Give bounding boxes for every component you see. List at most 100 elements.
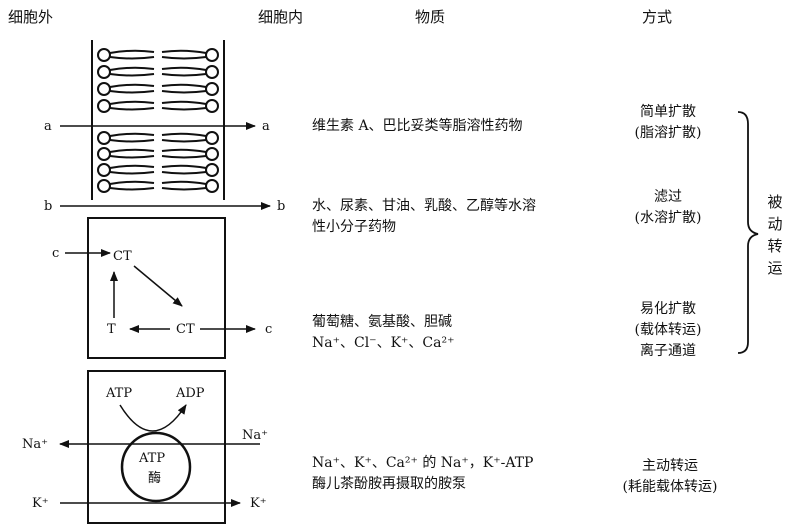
- mode-row-4-line-1: 主动转运: [642, 458, 698, 474]
- lipid-head: [205, 179, 219, 193]
- lipid-tail: [161, 132, 207, 143]
- lipid-tail: [109, 180, 155, 191]
- lipid-head: [205, 82, 219, 96]
- lipid-tail: [109, 66, 155, 77]
- lipid-tail: [161, 100, 207, 111]
- carrier-box: [87, 217, 226, 359]
- lipid-tail: [161, 83, 207, 94]
- label-k-in: K⁺: [250, 496, 267, 511]
- passive-label-char-2: 动: [767, 215, 783, 233]
- mode-row-2-line-1: 滤过: [654, 189, 682, 205]
- header-substance: 物质: [415, 8, 446, 26]
- passive-transport-label: 被 动 转 运: [766, 191, 784, 279]
- phospholipid: [97, 65, 155, 79]
- phospholipid: [161, 179, 219, 193]
- label-c-in: c: [265, 322, 272, 337]
- mode-row-3-line-2: (载体转运): [634, 322, 702, 338]
- lipid-head: [205, 131, 219, 145]
- lipid-head: [97, 48, 111, 62]
- lipid-head: [97, 99, 111, 113]
- pump-box: [87, 370, 226, 524]
- label-ct-top: CT: [113, 249, 132, 264]
- label-na-in: Na⁺: [242, 428, 268, 443]
- mode-row-3-line-1: 易化扩散: [640, 301, 696, 317]
- lipid-tail: [161, 164, 207, 175]
- passive-label-char-1: 被: [767, 193, 783, 211]
- phospholipid: [97, 99, 155, 113]
- phospholipid: [161, 163, 219, 177]
- lipid-head: [205, 99, 219, 113]
- mode-row-1-line-1: 简单扩散: [640, 104, 696, 120]
- lipid-head: [97, 65, 111, 79]
- lipid-tail: [161, 49, 207, 60]
- atp-enzyme-circle: [120, 431, 192, 503]
- substance-row-3-line-1: 葡萄糖、氨基酸、胆碱: [312, 314, 452, 330]
- lipid-head: [205, 163, 219, 177]
- label-adp: ADP: [175, 386, 205, 401]
- phospholipid: [97, 131, 155, 145]
- lipid-tail: [109, 148, 155, 159]
- mode-row-4-line-2: (耗能载体转运): [622, 479, 718, 495]
- lipid-tail: [161, 148, 207, 159]
- mode-row-2-line-2: (水溶扩散): [634, 210, 702, 226]
- label-t: T: [107, 322, 116, 337]
- substance-row-3: 葡萄糖、氨基酸、胆碱 Na⁺、Cl⁻、K⁺、Ca²⁺: [312, 312, 454, 354]
- phospholipid: [97, 163, 155, 177]
- label-b-in: b: [277, 199, 285, 214]
- mode-row-1-line-2: (脂溶扩散): [634, 125, 702, 141]
- mode-row-4: 主动转运 (耗能载体转运): [600, 456, 740, 498]
- label-na-out: Na⁺: [22, 437, 48, 452]
- lipid-tail: [161, 66, 207, 77]
- phospholipid: [161, 48, 219, 62]
- header-outside: 细胞外: [8, 8, 54, 26]
- phospholipid: [161, 82, 219, 96]
- lipid-tail: [109, 132, 155, 143]
- passive-label-char-4: 运: [767, 259, 783, 277]
- label-k-out: K⁺: [32, 496, 49, 511]
- substance-row-2-line-2: 性小分子药物: [312, 219, 396, 235]
- lipid-head: [97, 131, 111, 145]
- substance-row-1-line-1: 维生素 A、巴比妥类等脂溶性药物: [312, 118, 523, 134]
- mode-row-1: 简单扩散 (脂溶扩散): [608, 102, 728, 144]
- substance-row-1: 维生素 A、巴比妥类等脂溶性药物: [312, 116, 523, 137]
- lipid-head: [97, 163, 111, 177]
- label-a-in: a: [262, 119, 270, 134]
- phospholipid: [161, 65, 219, 79]
- arrow-atp-adp: [119, 404, 187, 432]
- phospholipid: [97, 48, 155, 62]
- lipid-tail: [109, 100, 155, 111]
- lipid-head: [205, 147, 219, 161]
- lipid-tail: [109, 49, 155, 60]
- lipid-bilayer: [97, 48, 219, 193]
- passive-brace: [737, 111, 759, 354]
- label-b-out: b: [44, 199, 52, 214]
- mode-row-3: 易化扩散 (载体转运) 离子通道: [608, 299, 728, 362]
- substance-row-2: 水、尿素、甘油、乳酸、乙醇等水溶 性小分子药物: [312, 196, 536, 238]
- arrow-ct-diagonal: [133, 265, 183, 307]
- lipid-tail: [161, 180, 207, 191]
- label-atp-enzyme: ATP: [138, 451, 165, 466]
- mode-row-2: 滤过 (水溶扩散): [608, 187, 728, 229]
- lipid-head: [205, 65, 219, 79]
- mode-row-3-line-3: 离子通道: [640, 343, 696, 359]
- lipid-head: [97, 179, 111, 193]
- label-c-out: c: [52, 246, 59, 261]
- substance-row-4-line-1: Na⁺、K⁺、Ca²⁺ 的 Na⁺，K⁺-ATP: [312, 455, 534, 471]
- passive-label-char-3: 转: [767, 237, 783, 255]
- substance-row-4-line-2: 酶儿茶酚胺再摄取的胺泵: [312, 476, 466, 492]
- phospholipid: [97, 179, 155, 193]
- phospholipid: [161, 99, 219, 113]
- lipid-head: [205, 48, 219, 62]
- phospholipid: [97, 147, 155, 161]
- header-inside: 细胞内: [258, 8, 304, 26]
- label-atp: ATP: [105, 386, 132, 401]
- label-enzyme: 酶: [148, 470, 161, 486]
- lipid-tail: [109, 164, 155, 175]
- phospholipid: [161, 147, 219, 161]
- substance-row-3-line-2: Na⁺、Cl⁻、K⁺、Ca²⁺: [312, 335, 455, 351]
- header-mode: 方式: [642, 8, 673, 26]
- label-ct-bottom: CT: [176, 322, 195, 337]
- substance-row-4: Na⁺、K⁺、Ca²⁺ 的 Na⁺，K⁺-ATP 酶儿茶酚胺再摄取的胺泵: [312, 453, 533, 495]
- label-a-out: a: [44, 119, 52, 134]
